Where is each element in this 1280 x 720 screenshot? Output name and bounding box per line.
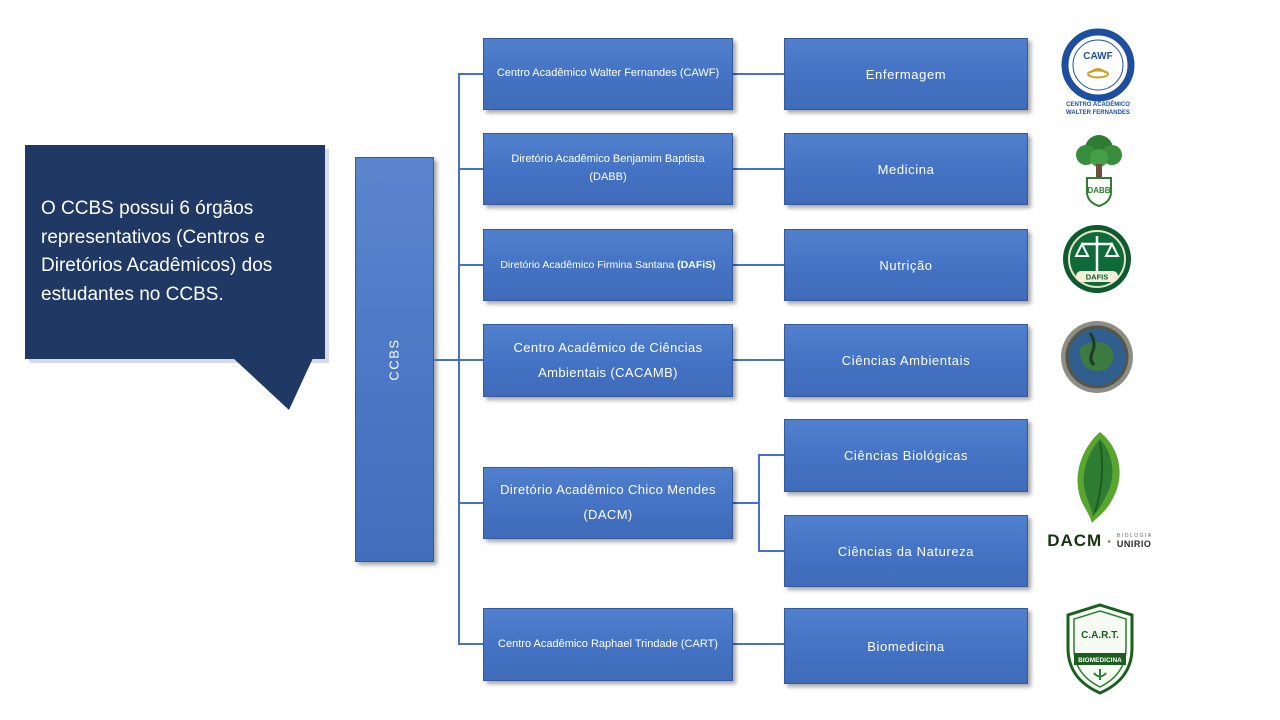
course-box-nutricao: Nutrição [784,229,1028,301]
connector-org1-course [733,73,784,75]
connector-org4-course [733,359,784,361]
connector-dacm-horizontal [733,502,760,504]
root-node-ccbs: CCBS [355,157,434,562]
dafis-logo: DAFIS [1061,223,1133,295]
connector-dacm-bottom [758,550,784,552]
course-box-ciencias-biologicas: Ciências Biológicas [784,419,1028,492]
dacm-logo-graphic [1077,432,1120,523]
cart-logo-graphic: C.A.R.T. BIOMEDICINA [1066,603,1134,695]
callout-tail [233,358,313,410]
course-box-medicina-label: Medicina [877,161,935,177]
org-box-dafis: Diretório Acadêmico Firmina Santana (DAF… [483,229,733,301]
course-box-ciencias-biologicas-label: Ciências Biológicas [843,448,969,463]
org-box-cacamb: Centro Acadêmico de Ciências Ambientais … [483,324,733,397]
org-box-dacm-label: Diretório Acadêmico Chico Mendes (DACM) [500,482,716,522]
course-box-ciencias-ambientais: Ciências Ambientais [784,324,1028,397]
svg-text:CENTRO ACADÊMICO: CENTRO ACADÊMICO [1066,100,1130,108]
dacm-logo: DACM · BIOLOGIA UNIRIO [1046,430,1154,554]
svg-text:BIOMEDICINA: BIOMEDICINA [1078,657,1122,664]
org-box-cart-label: Centro Acadêmico Raphael Trindade (CART) [498,637,718,650]
root-node-label: CCBS [387,338,402,381]
cart-logo: C.A.R.T. BIOMEDICINA [1062,602,1138,696]
course-box-medicina: Medicina [784,133,1028,205]
callout-text: O CCBS possui 6 órgãos representativos (… [41,198,273,305]
dacm-logo-name: DACM [1047,531,1103,550]
connector-dacm-top [758,454,784,456]
cacamb-logo [1059,319,1135,395]
org-box-cart: Centro Acadêmico Raphael Trindade (CART) [483,608,733,681]
cawf-logo-graphic: CAWF CENTRO ACADÊMICO WALTER FERNANDES [1061,28,1135,116]
connector-org2-course [733,168,784,170]
svg-text:WALTER FERNANDES: WALTER FERNANDES [1066,110,1130,116]
connector-dacm-vertical [758,454,760,552]
course-box-nutricao-label: Nutrição [879,257,933,273]
dacm-logo-dot: · [1107,533,1112,549]
cacamb-logo-graphic [1061,321,1133,393]
dacm-logo-sub-top: BIOLOGIA [1116,532,1153,539]
svg-text:DABB: DABB [1087,186,1110,195]
dafis-logo-graphic: DAFIS [1063,225,1131,293]
callout-box: O CCBS possui 6 órgãos representativos (… [25,145,325,359]
org-box-cacamb-label: Centro Acadêmico de Ciências Ambientais … [513,339,703,380]
dacm-logo-text: DACM · BIOLOGIA UNIRIO [1046,531,1154,551]
connector-org6-course [733,643,784,645]
course-box-ciencias-da-natureza: Ciências da Natureza [784,515,1028,587]
course-box-biomedicina: Biomedicina [784,608,1028,684]
course-box-ciencias-ambientais-label: Ciências Ambientais [841,353,971,368]
org-box-dabb: Diretório Acadêmico Benjamim Baptista (D… [483,133,733,205]
org-box-dafis-label: Diretório Acadêmico Firmina Santana (DAF… [500,259,716,271]
course-box-enfermagem: Enfermagem [784,38,1028,110]
connector-stub-row2 [458,168,484,170]
cawf-logo: CAWF CENTRO ACADÊMICO WALTER FERNANDES [1060,28,1136,116]
dacm-logo-sub-bottom: UNIRIO [1116,538,1152,549]
svg-text:CAWF: CAWF [1083,51,1112,62]
connector-stub-row4 [458,359,484,361]
org-box-cawf-label: Centro Acadêmico Walter Fernandes (CAWF) [496,67,720,80]
org-box-dabb-label: Diretório Acadêmico Benjamim Baptista (D… [511,153,705,183]
course-box-enfermagem-label: Enfermagem [865,66,947,82]
org-box-cawf: Centro Acadêmico Walter Fernandes (CAWF) [483,38,733,110]
connector-stub-row1 [458,73,484,75]
connector-stub-row3 [458,264,484,266]
svg-text:DAFIS: DAFIS [1086,273,1109,282]
dacm-logo-sub: BIOLOGIA UNIRIO [1117,533,1153,550]
course-box-ciencias-da-natureza-label: Ciências da Natureza [837,543,975,559]
connector-stub-row5 [458,502,484,504]
dabb-logo-graphic: DABB [1076,135,1122,208]
org-box-dacm: Diretório Acadêmico Chico Mendes (DACM) [483,467,733,539]
dabb-logo: DABB [1067,130,1131,208]
connector-stub-row6 [458,643,484,645]
connector-ccbs-trunk-stub [434,359,459,361]
course-box-biomedicina-label: Biomedicina [867,638,945,654]
svg-text:C.A.R.T.: C.A.R.T. [1081,630,1119,641]
connector-org3-course [733,264,784,266]
